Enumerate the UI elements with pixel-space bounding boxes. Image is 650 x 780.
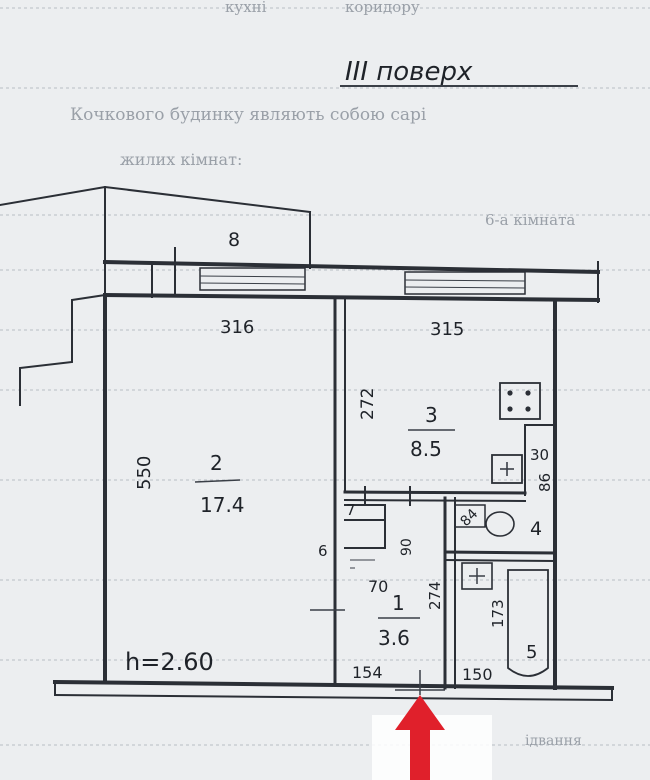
dimension-316: 316 [220,317,254,338]
bg-text-line6: ідвання [525,733,582,749]
room5-number: 5 [526,642,537,663]
wc-bath-divider [443,550,557,555]
bathtub-icon [507,569,549,677]
balcony-top-edge [0,185,312,214]
room3-number: 3 [425,403,438,427]
dimension-84: 84 [458,506,482,530]
dimension-272: 272 [358,388,378,420]
balcony: 8 [0,185,312,269]
dimension-150: 150 [462,665,493,684]
facade-inner-line [102,292,601,303]
dimension-154: 154 [352,663,383,682]
floor-heading-text: III поверх [345,57,473,87]
stove-icon [499,382,541,420]
bg-text-line2: жилих кімнат: [120,150,242,169]
room-labels: 2 17.4 3 8.5 1 3.6 4 5 [194,403,542,663]
left-step-wall [19,261,106,406]
dimension-labels: 316 315 550 272 30 86 7 6 90 70 274 173 … [134,317,554,684]
floor-heading: III поверх [340,57,578,87]
dimension-7: 7 [346,501,356,519]
ceiling-height-label: h=2.60 [125,648,214,676]
closet-outline [344,504,386,549]
room1-number: 1 [392,591,405,615]
bg-text-line1: Кочкового будинку являють собою сарі [70,105,427,125]
dimension-550: 550 [134,456,155,490]
balcony-label: 8 [228,229,240,251]
dimension-86: 86 [536,473,554,492]
dimension-90: 90 [399,538,415,556]
room2-number: 2 [210,451,223,475]
entrance-arrow-icon [372,695,492,780]
room3-area: 8.5 [410,437,442,461]
room1-area: 3.6 [378,626,410,650]
left-outer-wall [19,261,106,406]
facade-outer-line [102,259,601,275]
door-marks [310,609,445,695]
dimension-274: 274 [426,581,444,610]
background-document: Кочкового будинку являють собою сарі жил… [0,0,650,749]
dimension-173: 173 [489,599,507,628]
dimension-315: 315 [430,319,464,340]
bg-text-line4: кухні [225,0,267,16]
room2-area: 17.4 [200,493,245,517]
kitchen-south-wall [343,490,527,495]
apartment-walls [52,293,615,702]
bg-text-line3: 6-а кімната [485,211,575,229]
dimension-70: 70 [368,577,388,596]
window-room2 [199,267,306,291]
bg-text-line5: коридору [345,0,420,16]
kitchen-sink-icon [491,454,523,484]
fixtures [454,382,549,677]
window-room3 [404,271,526,295]
toilet-icon [454,504,515,537]
dimension-6: 6 [318,542,328,560]
washbasin-icon [461,562,493,590]
dimension-30: 30 [530,446,549,464]
facade-wall [102,247,601,303]
room4-number: 4 [530,518,542,540]
